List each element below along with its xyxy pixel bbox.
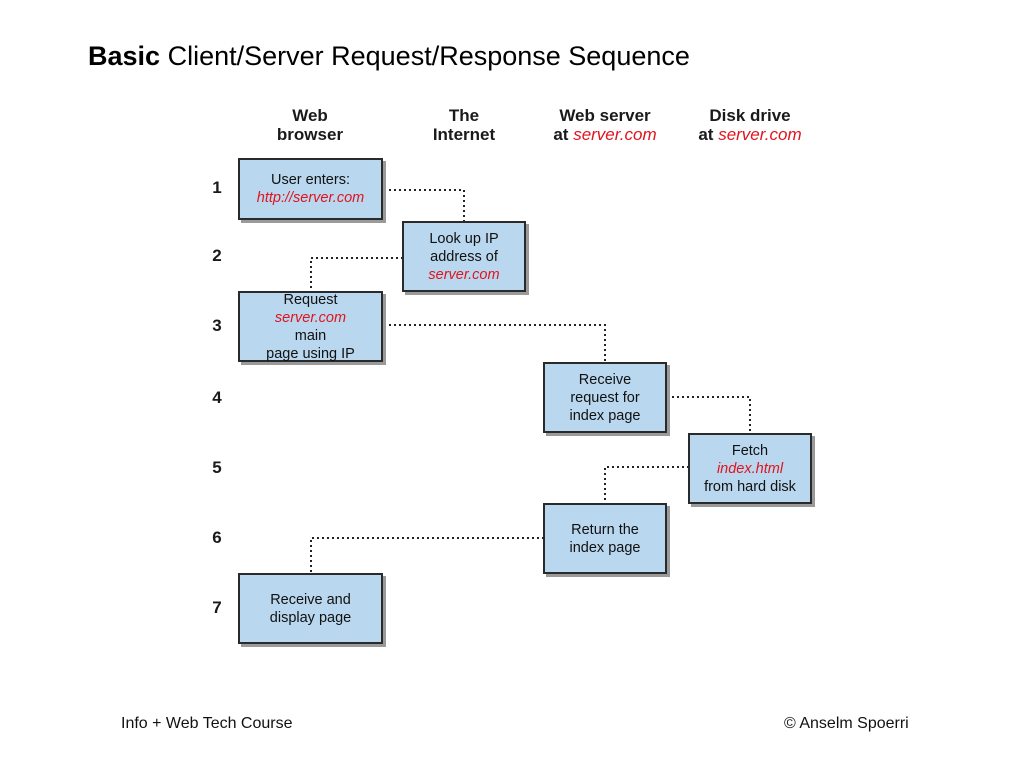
box-line: Fetch [731,442,769,459]
box-line-url: http://server.com [256,190,365,206]
connector-2-3 [310,257,403,292]
box-line: index page [569,407,641,424]
column-header-line2: at server.com [698,125,802,144]
box-line: display page [269,609,352,626]
connector-1-2 [384,189,465,222]
box-line: server.com main [274,309,347,344]
step-box-lookup-ip: Look up IP address of server.com [402,221,526,292]
step-number-2: 2 [212,246,222,265]
slide-title-bold: Basic [88,41,161,71]
step-number-6: 6 [212,528,222,547]
column-header-line2: browser [276,125,344,144]
box-line-host: server.com [428,266,500,283]
column-header-host: server.com [718,125,802,144]
step-number-7: 7 [212,598,222,617]
step-number-4: 4 [212,388,222,407]
connector-4-5 [667,396,751,434]
step-box-return-page: Return the index page [543,503,667,574]
box-line: Request [283,291,338,308]
column-header-line1: Disk drive [709,106,791,125]
column-header-web-browser: Web browser [245,106,375,144]
step-box-receive-request: Receive request for index page [543,362,667,433]
column-header-disk-drive: Disk drive at server.com [685,106,815,144]
footer-copyright: © Anselm Spoerri [784,715,909,732]
column-header-web-server: Web server at server.com [540,106,670,144]
column-header-line2: at server.com [553,125,657,144]
box-line: index page [569,539,641,556]
column-header-host: server.com [573,125,657,144]
box-line: Return the [571,521,639,538]
column-header-line1: Web [292,106,328,125]
slide-title: Basic Client/Server Request/Response Seq… [88,38,690,74]
slide-title-rest: Client/Server Request/Response Sequence [167,41,690,71]
box-line: Look up IP [429,230,499,247]
box-line: User enters: [271,172,350,188]
box-line-host: server.com [274,309,347,326]
column-header-internet: The Internet [399,106,529,144]
step-box-display-page: Receive and display page [238,573,383,644]
connector-3-4 [384,324,606,363]
footer-course: Info + Web Tech Course [121,715,293,732]
step-box-fetch-file: Fetch index.html from hard disk [688,433,812,504]
box-line: address of [430,248,498,265]
step-box-user-enters: User enters: http://server.com [238,158,383,220]
column-header-line1: Web server [559,106,651,125]
step-number-5: 5 [212,458,222,477]
connector-5-6 [604,466,689,504]
step-number-1: 1 [212,178,222,197]
box-line: from hard disk [704,478,796,495]
column-header-line1: The [448,106,480,125]
box-line: page using IP [266,345,355,362]
column-header-line2: Internet [432,125,496,144]
connector-6-7 [310,537,544,574]
box-line: request for [570,389,640,406]
step-number-3: 3 [212,316,222,335]
box-line-file: index.html [716,460,784,477]
box-line: Receive [578,371,632,388]
step-box-request-page: Request server.com main page using IP [238,291,383,362]
box-line: Receive and [270,591,351,608]
